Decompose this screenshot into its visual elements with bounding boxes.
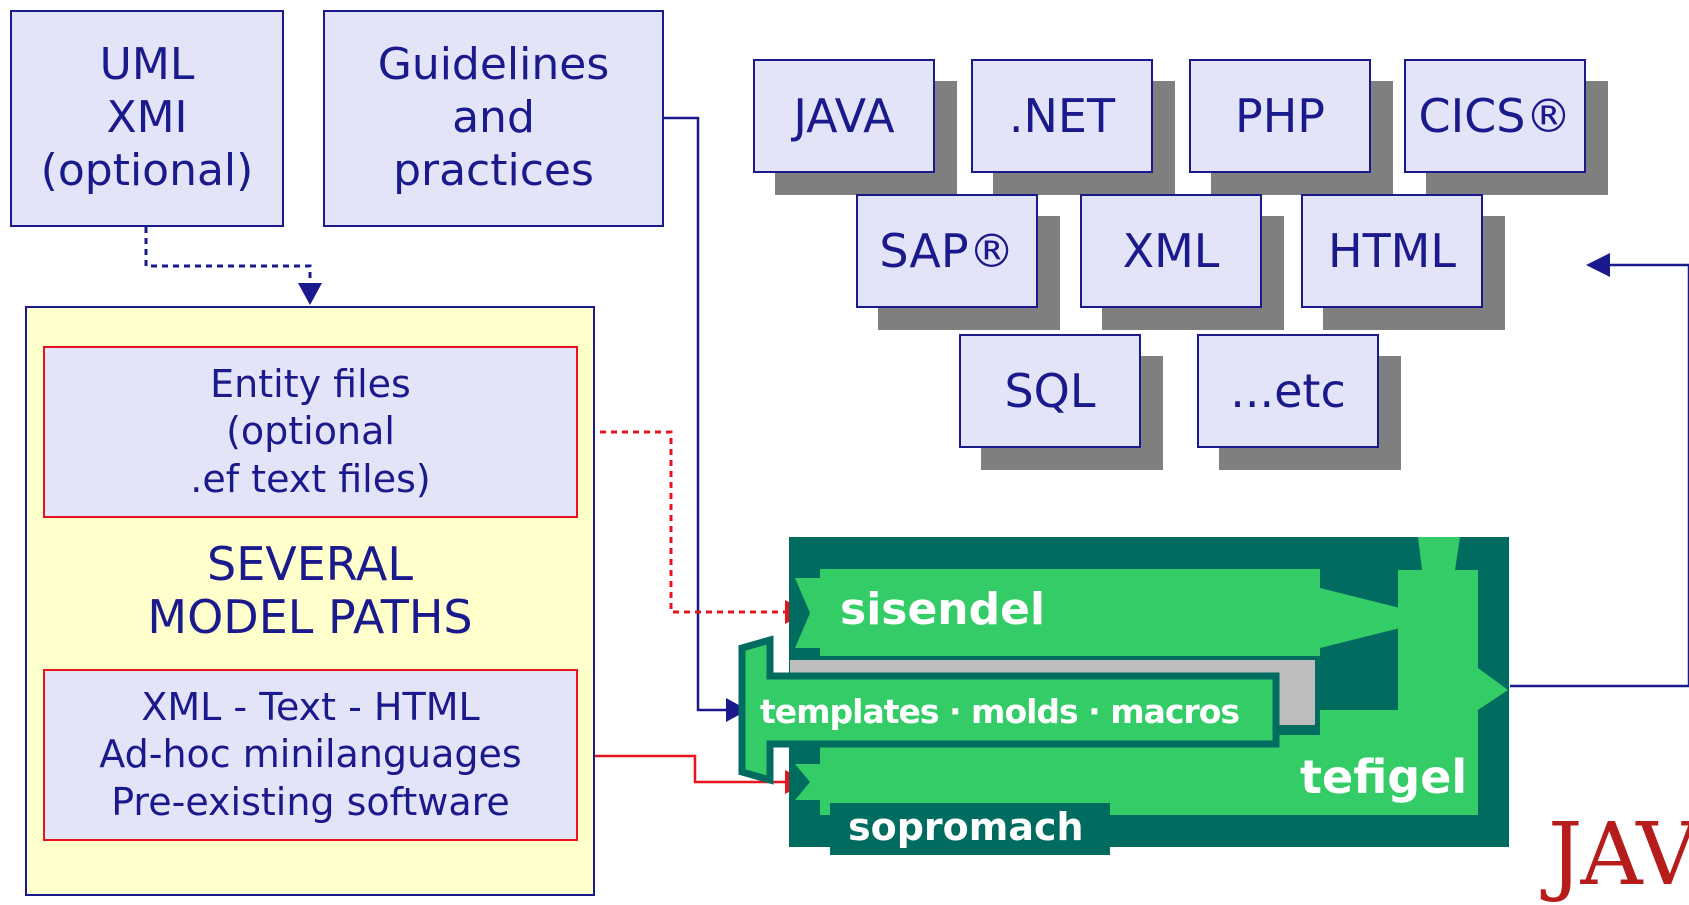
uml-line-3: (optional) [40, 144, 254, 196]
target-xml: XML [1080, 194, 1262, 308]
guidelines-to-templates-connector [664, 116, 742, 712]
guidelines-line-2: and [452, 92, 535, 144]
templates-slab [738, 635, 1280, 785]
guidelines-arrowhead [726, 698, 748, 722]
inputs-line-1: XML - Text - HTML [141, 684, 480, 729]
uml-xmi-box: UML XMI (optional) [10, 10, 284, 227]
target-dotnet: .NET [971, 59, 1153, 173]
entity-line-2: (optional [226, 409, 395, 454]
target-cics: CICS® [1404, 59, 1586, 173]
sopromach-label: sopromach [848, 805, 1084, 849]
target-etc: ...etc [1197, 334, 1379, 448]
sisendel-bar [795, 569, 1400, 656]
entity-line-1: Entity files [210, 361, 411, 406]
target-sap: SAP® [856, 194, 1038, 308]
generator-engine [738, 537, 1509, 855]
guidelines-box: Guidelines and practices [323, 10, 664, 227]
sopromach-tab [830, 803, 1110, 855]
inputs-line-2: Ad-hoc minilanguages [99, 732, 522, 777]
tefigel-label: tefigel [1300, 750, 1468, 804]
guidelines-line-1: Guidelines [377, 39, 610, 91]
target-sql: SQL [959, 334, 1141, 448]
model-paths-title: SEVERAL MODEL PATHS [60, 538, 560, 644]
engine-to-targets-connector [1510, 263, 1689, 688]
guidelines-line-3: practices [393, 144, 594, 196]
sisendel-label: sisendel [840, 584, 1046, 635]
inputs-box: XML - Text - HTML Ad-hoc minilanguages P… [43, 669, 578, 841]
inputs-line-3: Pre-existing software [111, 779, 510, 824]
entity-to-sisendel-connector [578, 430, 795, 614]
model-paths-title-line-1: SEVERAL [207, 537, 413, 591]
uml-line-1: UML [99, 39, 195, 91]
target-php: PHP [1189, 59, 1371, 173]
templates-label: templates · molds · macros [760, 692, 1240, 731]
targets-arrowhead [1586, 253, 1610, 277]
entity-files-box: Entity files (optional .ef text files) [43, 346, 578, 518]
target-html: HTML [1301, 194, 1483, 308]
uml-arrowhead [298, 283, 322, 305]
entity-line-3: .ef text files) [190, 456, 431, 501]
inputs-to-engine-connector [578, 754, 795, 784]
target-java: JAVA [753, 59, 935, 173]
model-paths-title-line-2: MODEL PATHS [147, 589, 473, 644]
tefigel-collector [1398, 537, 1508, 815]
uml-line-2: XMI [106, 92, 188, 144]
